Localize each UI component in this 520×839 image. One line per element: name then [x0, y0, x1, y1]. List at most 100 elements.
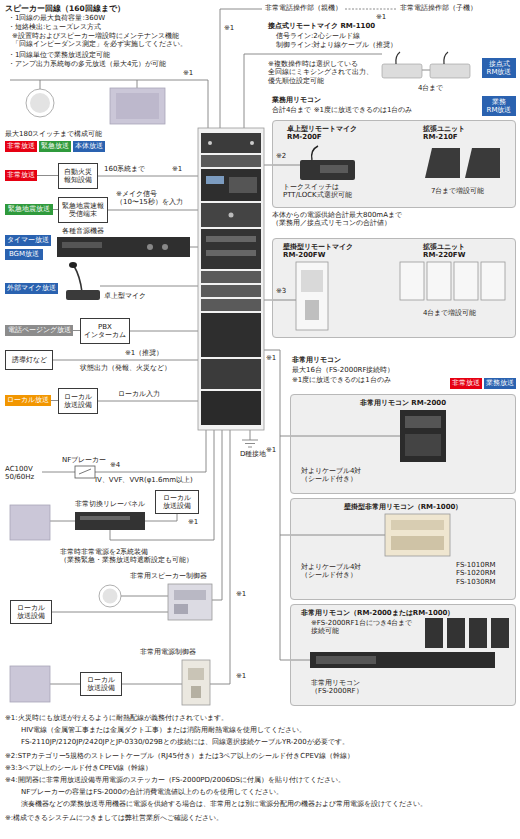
box-label: ローカル 放送設備: [156, 494, 198, 511]
callout-number: ※1: [172, 165, 182, 173]
wire: [40, 80, 41, 89]
wire: [145, 514, 177, 521]
device-label: 拡張ユニット RM-210F: [423, 125, 503, 142]
device-label: 卓上型リモートマイク RM-200F: [287, 125, 387, 142]
rack-panel: [229, 177, 257, 193]
device-label: 非常用リモコン （FS-2000RF）: [311, 679, 401, 696]
left-devices: [57, 237, 212, 705]
box-speaker-front: [116, 93, 159, 119]
callout-number: ※1: [188, 518, 198, 526]
wire: [244, 54, 382, 128]
equipment-box: ローカル 放送設備: [10, 600, 52, 624]
expansion-unit: [465, 148, 500, 178]
annotation-text: ローカル入力: [118, 390, 160, 398]
microphone-base: [66, 290, 100, 300]
annotation-text: 160系統まで: [104, 165, 145, 173]
device-group-box: 非常用リモコン（RM-2000またはRM-1000）※FS-2000RF1台につ…: [290, 604, 516, 706]
callout-number: ※3: [276, 287, 286, 295]
controller-panel: [188, 668, 204, 680]
broadcast-tag: 外部マイク放送: [5, 283, 58, 294]
microphone-neck: [312, 146, 318, 160]
desk-mic-panel: [320, 165, 348, 173]
device-label: 非常電話操作部（親機）: [265, 4, 342, 12]
connector-line: [73, 330, 80, 331]
broadcast-tag: ローカル放送: [5, 395, 51, 406]
ceiling-speaker-grille: [103, 589, 118, 604]
power-controller: [182, 660, 210, 705]
wire: [250, 430, 251, 440]
equipment-box: 自動火災 報知設備: [58, 163, 98, 189]
footnote: ※3:3ペア以上のシールド付きCPEV線（幹線）: [5, 762, 511, 774]
wire: [280, 436, 400, 437]
group-fill: [290, 498, 516, 600]
tag-label: 本体放送: [73, 142, 105, 150]
equipment-box: ローカル 放送設備: [80, 672, 122, 696]
group-fill: [272, 238, 516, 338]
annotation-text: 本体からの電源供給合計最大800mAまで （業務用／接点式リモコンの合計値）: [272, 211, 422, 228]
broadcast-tag: 接点式 RM放送: [482, 58, 516, 78]
group-fill: [272, 120, 516, 208]
annotation-text: ※複数操作時は選択している 全回線にミキシングされて出力、 優先順位設定可能: [268, 60, 380, 85]
broadcast-tag: 緊急放送: [39, 141, 71, 152]
broadcast-tag: 電話ページング放送: [5, 325, 73, 336]
device-group-box: 壁掛型リモートマイク RM-200FW拡張ユニット RM-220FW4台まで増設…: [272, 238, 516, 338]
annotation-text: 合計4台まで ※1度に放送できるのは1台のみ: [272, 106, 412, 114]
box-label: ローカル 放送設備: [81, 676, 121, 693]
rack-unit: [201, 285, 261, 297]
box-label: 自動火災 報知設備: [59, 168, 97, 185]
microphone-neck: [444, 52, 448, 64]
device-label: ※FS-2000RF1台につき4台まで 接続可能: [311, 619, 429, 636]
rack-knob: [229, 213, 234, 218]
rack-unit: [201, 155, 261, 167]
callout-number: ※1: [183, 69, 193, 77]
wire: [137, 80, 138, 88]
tag-label: 非常放送: [5, 142, 37, 150]
ceiling-speaker-grille: [30, 93, 50, 113]
box-label: ローカル 放送設備: [11, 604, 51, 621]
broadcast-tag: 非常放送: [5, 141, 37, 152]
broadcast-tag: 非常放送: [5, 170, 37, 181]
emergency-remote: [469, 618, 487, 648]
breaker-symbol: [79, 469, 91, 474]
tag-label: BGM放送: [5, 250, 43, 258]
device-label: 非常切換リレーパネル: [75, 500, 145, 508]
wire: [264, 300, 296, 301]
tag-label: 接点式 RM放送: [482, 60, 516, 77]
amplifier-rack: [198, 128, 264, 430]
callout-number: ※4: [110, 461, 120, 469]
annotation-text: 最大16台（FS-2000RF接続時）: [292, 366, 394, 374]
rack-knob: [208, 141, 212, 145]
annotation-text: 4台まで: [418, 84, 443, 92]
emergency-remote: [400, 410, 446, 462]
callout-number: ※1: [224, 24, 234, 32]
controller-panel: [191, 686, 201, 698]
expansion-unit: [425, 148, 460, 178]
callout-number: ※2: [276, 152, 286, 160]
rack-knob: [250, 141, 254, 145]
wire: [130, 331, 198, 332]
wire: [10, 80, 208, 128]
device-group-box: 壁掛型非常用リモコン（RM-1000）対よりケーブル4対 （シールド付き）FS-…: [290, 498, 516, 600]
annotation-text: 制御ライン:対より線ケーブル（推奨）: [276, 41, 397, 49]
broadcast-tag: 業務 RM放送: [482, 96, 516, 116]
rack-unit: [201, 271, 261, 283]
annotation-text: 非常時非常電源を2系統装備 （業務緊急・業務放送時遮断設定も可能）: [60, 548, 205, 565]
equipment-box: ローカル 放送設備: [155, 490, 199, 514]
wire: [53, 360, 198, 361]
annotation-text: ※設置時およびスピーカー増設時にメンテナンス機能 「回線インピーダンス測定」を必…: [12, 32, 197, 49]
footnote: ※:構成できるシステムにつきましては弊社営業所へご確認ください。: [5, 812, 511, 824]
tag-label: 非常放送: [450, 379, 482, 387]
rack-unit: [201, 299, 261, 311]
wall-mic-panel: [305, 300, 319, 320]
tag-label: タイマー放送: [5, 236, 51, 244]
wire: [122, 684, 182, 685]
breaker-symbol: [75, 466, 95, 478]
callout-number: ※1: [266, 446, 276, 454]
rack-frame: [198, 128, 264, 430]
annotation-text: IV、VVF、VVR(φ1.6mm以上): [95, 476, 193, 484]
device-label: 拡張ユニット RM-220FW: [423, 243, 503, 260]
device-label: NFブレーカー: [62, 456, 106, 464]
wire: [280, 535, 385, 536]
rack-unit: [201, 359, 261, 389]
